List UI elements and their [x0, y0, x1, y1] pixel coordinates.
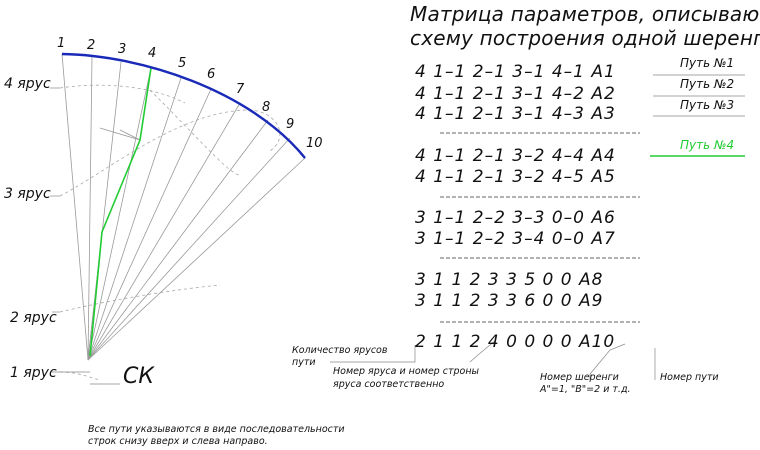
annotation-rank-2: A"=1, "B"=2 и т.д. — [540, 384, 631, 395]
matrix-row: 3 1–1 2–2 3–3 0–0 A6 — [415, 208, 616, 228]
ck-label: СК — [123, 364, 154, 389]
path-4-highlight — [89, 67, 152, 357]
path-label-3: Путь №3 — [680, 98, 735, 112]
matrix-row: 2 1 1 2 4 0 0 0 0 A10 — [415, 332, 616, 352]
arc-number: 8 — [262, 100, 271, 115]
matrix-row: 3 1 1 2 3 3 6 0 0 A9 — [415, 291, 604, 311]
annotation-tier-row-1: Номер яруса и номер строны — [333, 366, 480, 377]
tier-label-1: 1 ярус — [10, 365, 57, 381]
leader-lines — [50, 74, 745, 385]
path-label-4: Путь №4 — [680, 138, 735, 152]
matrix-row: 4 1–1 2–1 3–2 4–5 A5 — [415, 167, 616, 187]
top-arc — [61, 52, 306, 159]
annotation-tier-row-2: яруса соответственно — [333, 379, 445, 390]
arc-number: 7 — [236, 82, 245, 97]
matrix-row: 3 1–1 2–2 3–4 0–0 A7 — [415, 229, 616, 249]
footnote-line2: строк снизу вверх и слева направо. — [88, 436, 268, 447]
matrix-row: 4 1–1 2–1 3–1 4–1 A1 — [415, 62, 616, 82]
matrix-row: 3 1 1 2 3 3 5 0 0 A8 — [415, 270, 604, 290]
matrix-title-line2: схему построения одной шеренги СС — [410, 26, 760, 50]
annotation-rank-1: Номер шеренги — [540, 372, 619, 383]
matrix-row: 4 1–1 2–1 3–2 4–4 A4 — [415, 146, 616, 166]
arc-number: 9 — [286, 117, 295, 132]
arc-number: 1 — [57, 36, 66, 51]
annotation-tiers-count-2: пути — [292, 357, 316, 368]
tier-label-2: 2 ярус — [10, 310, 57, 326]
matrix-title-line1: Матрица параметров, описывающая — [410, 2, 760, 26]
arc-number: 5 — [178, 56, 187, 71]
matrix-row: 4 1–1 2–1 3–1 4–3 A3 — [415, 104, 616, 124]
path-label-1: Путь №1 — [680, 56, 735, 70]
tier-label-3: 3 ярус — [4, 186, 51, 202]
arc-number: 10 — [306, 136, 323, 151]
annotation-tiers-count-1: Количество ярусов — [292, 345, 388, 356]
matrix-row: 4 1–1 2–1 3–1 4–2 A2 — [415, 84, 616, 104]
arc-number: 4 — [148, 46, 157, 61]
annotation-path-number: Номер пути — [660, 372, 719, 383]
path-label-2: Путь №2 — [680, 77, 735, 91]
footnote-line1: Все пути указываются в виде последовател… — [88, 424, 345, 435]
arc-number: 3 — [118, 42, 127, 57]
matrix-separators — [440, 132, 640, 323]
tier-label-4: 4 ярус — [4, 76, 51, 92]
arc-number: 2 — [87, 38, 96, 53]
arc-number: 6 — [207, 67, 216, 82]
